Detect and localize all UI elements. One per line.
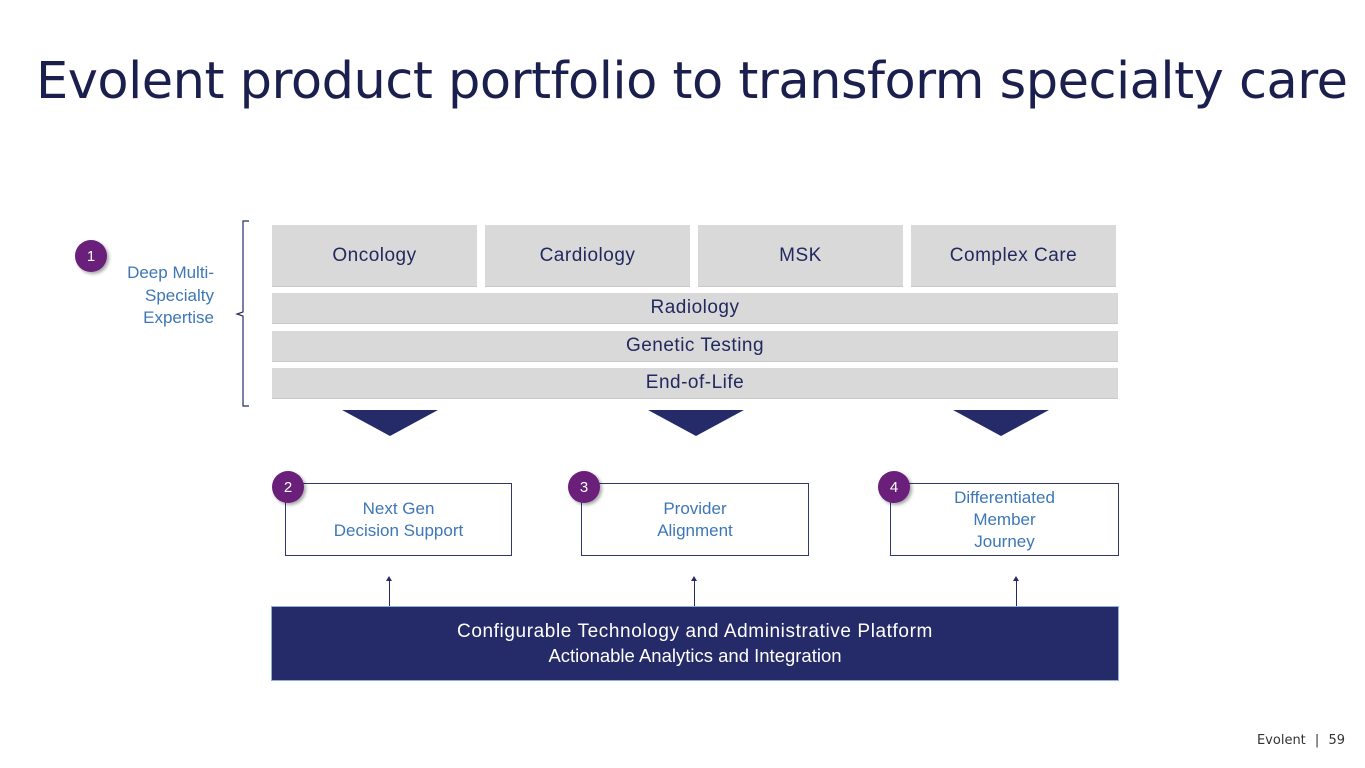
outcome-decision-support: Next Gen Decision Support	[285, 483, 512, 556]
page-number: 59	[1328, 733, 1345, 748]
step-badge-1: 1	[75, 240, 107, 272]
specialty-oncology: Oncology	[272, 225, 477, 287]
service-bar-genetic-testing: Genetic Testing	[272, 331, 1118, 362]
step-badge-2: 2	[272, 471, 304, 503]
bracket-icon	[235, 220, 249, 407]
down-arrow-icon	[648, 410, 744, 436]
expertise-label: Deep Multi- Specialty Expertise	[127, 263, 214, 327]
platform-box: Configurable Technology and Administrati…	[271, 606, 1119, 681]
footer-brand: Evolent	[1256, 733, 1306, 748]
platform-line-1: Configurable Technology and Administrati…	[457, 620, 933, 642]
specialty-msk: MSK	[698, 225, 903, 287]
specialty-complex-care: Complex Care	[911, 225, 1116, 287]
up-arrow-icon	[691, 576, 697, 606]
step-badge-3: 3	[568, 471, 600, 503]
footer-separator: |	[1314, 733, 1320, 748]
service-bar-end-of-life: End-of-Life	[272, 368, 1118, 399]
down-arrow-icon	[953, 410, 1049, 436]
outcome-member-journey: Differentiated Member Journey	[890, 483, 1119, 556]
down-arrow-icon	[342, 410, 438, 436]
up-arrow-icon	[386, 576, 392, 606]
footer: Evolent | 59	[1257, 733, 1345, 748]
slide-title: Evolent product portfolio to transform s…	[36, 52, 1348, 111]
step-badge-4: 4	[878, 471, 910, 503]
outcome-provider-alignment: Provider Alignment	[581, 483, 809, 556]
service-bar-radiology: Radiology	[272, 293, 1118, 324]
platform-line-2: Actionable Analytics and Integration	[548, 644, 842, 666]
specialty-cardiology: Cardiology	[485, 225, 690, 287]
up-arrow-icon	[1013, 576, 1019, 606]
